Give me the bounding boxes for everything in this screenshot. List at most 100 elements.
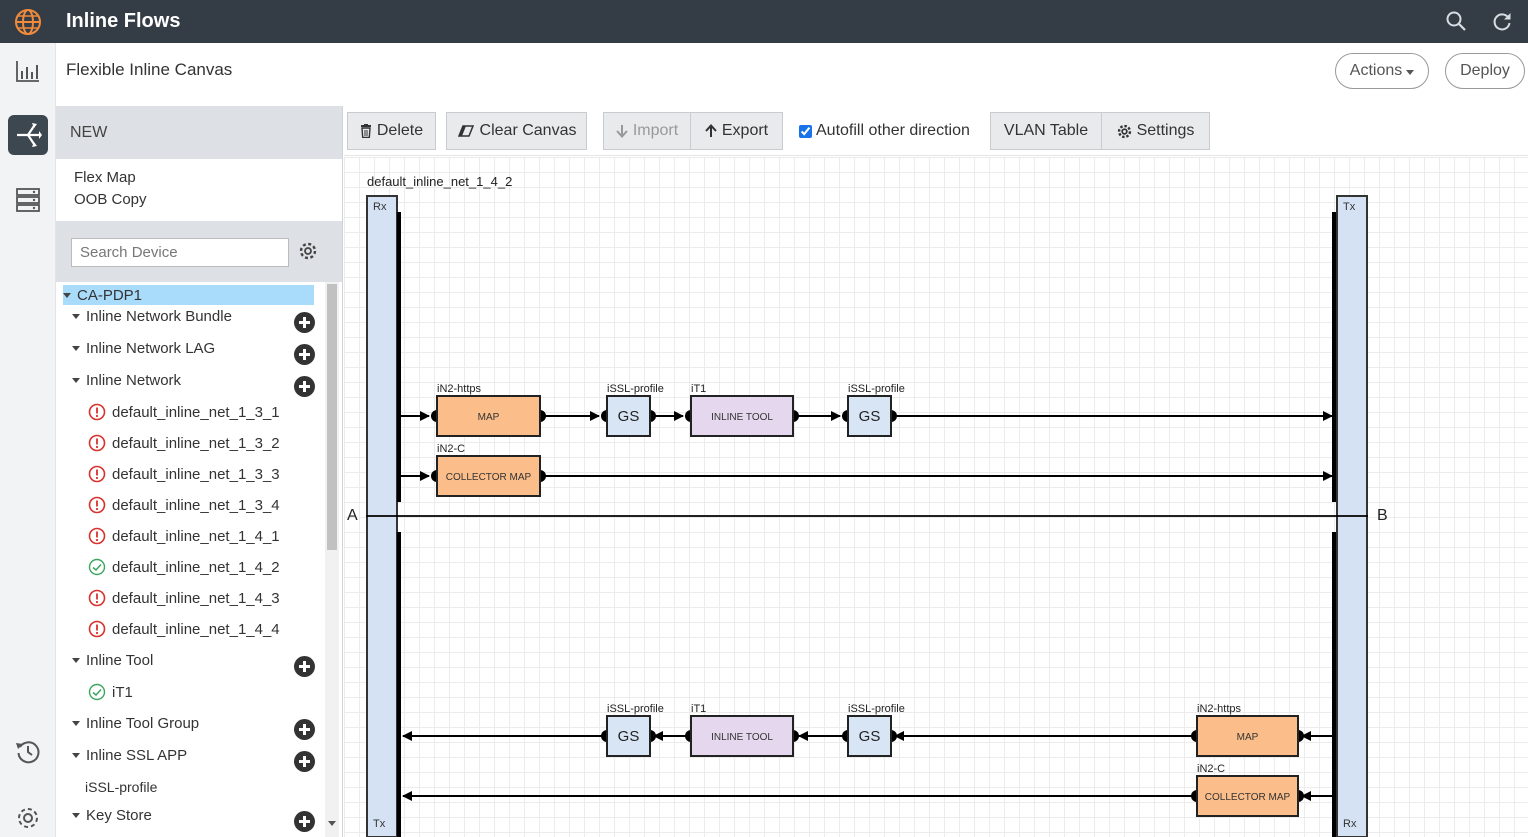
- lower-gs1-caption: iSSL-profile: [607, 703, 664, 715]
- tree-item-inline-network[interactable]: default_inline_net_1_3_1: [88, 403, 280, 421]
- tree-item-issl-profile[interactable]: iSSL-profile: [85, 779, 158, 795]
- settings-button[interactable]: Settings: [1101, 112, 1210, 150]
- tree-group-inline-tool[interactable]: Inline Tool: [72, 652, 153, 669]
- status-error-icon: [88, 589, 106, 607]
- tree-item-label: default_inline_net_1_3_3: [112, 465, 280, 483]
- upper-gs2-text: GS: [859, 408, 881, 425]
- tree-group-inline-network-bundle[interactable]: Inline Network Bundle: [72, 308, 232, 325]
- search-icon[interactable]: [1445, 10, 1467, 32]
- tree-group-label: Key Store: [86, 807, 152, 824]
- delete-label: Delete: [376, 122, 424, 139]
- flow-diagram[interactable]: default_inline_net_1_4_2 A B Rx Tx Tx Rx…: [344, 157, 1528, 837]
- tree-group-key-store[interactable]: Key Store: [72, 807, 152, 824]
- clear-canvas-button[interactable]: Clear Canvas: [446, 112, 587, 150]
- flow-canvas[interactable]: default_inline_net_1_4_2 A B Rx Tx Tx Rx…: [344, 157, 1528, 837]
- tree-root-ca-pdp1[interactable]: CA-PDP1: [63, 285, 314, 305]
- tree-item-label: default_inline_net_1_3_4: [112, 496, 280, 514]
- upper-collector-map-node[interactable]: iN2-C COLLECTOR MAP: [431, 443, 546, 497]
- vlan-table-button[interactable]: VLAN Table: [990, 112, 1102, 150]
- new-item-oob-copy[interactable]: OOB Copy: [74, 191, 147, 208]
- lower-gs-node-1[interactable]: iSSL-profile GS: [601, 703, 664, 757]
- upper-collector-caption: iN2-C: [437, 443, 465, 455]
- tree-item-inline-network[interactable]: default_inline_net_1_4_3: [88, 589, 280, 607]
- upper-gs-node-2[interactable]: iSSL-profile GS: [842, 383, 905, 437]
- tree-group-inline-network[interactable]: Inline Network: [72, 372, 181, 389]
- expand-caret-icon: [72, 721, 80, 726]
- tree-item-label: default_inline_net_1_3_2: [112, 434, 280, 452]
- panel-scrollbar-thumb[interactable]: [327, 284, 337, 550]
- expand-caret-icon: [72, 378, 80, 383]
- expand-caret-icon: [72, 753, 80, 758]
- settings-gear-icon[interactable]: [8, 798, 48, 837]
- upper-collector-text: COLLECTOR MAP: [446, 472, 532, 483]
- tree-item-inline-network[interactable]: default_inline_net_1_3_3: [88, 465, 280, 483]
- lower-gs-node-2[interactable]: iSSL-profile GS: [842, 703, 905, 757]
- globe-logo-icon[interactable]: [0, 0, 56, 43]
- settings-label: Settings: [1136, 122, 1195, 139]
- tree-group-label: Inline Network: [86, 372, 182, 389]
- add-inline-ssl-app-button[interactable]: [294, 751, 315, 772]
- chart-icon[interactable]: [8, 51, 48, 91]
- status-error-icon: [88, 465, 106, 483]
- upper-gs-node-1[interactable]: iSSL-profile GS: [601, 383, 664, 437]
- tree-item-inline-network[interactable]: default_inline_net_1_4_4: [88, 620, 280, 638]
- autofill-checkbox-row[interactable]: Autofill other direction: [799, 122, 970, 140]
- tree-root-label: CA-PDP1: [77, 286, 143, 304]
- tree-group-label: Inline Tool: [86, 652, 154, 669]
- status-ok-icon: [88, 558, 106, 576]
- status-error-icon: [88, 496, 106, 514]
- new-item-flex-map[interactable]: Flex Map: [74, 169, 136, 186]
- side-b-label: B: [1377, 507, 1388, 524]
- tree-group-inline-network-lag[interactable]: Inline Network LAG: [72, 340, 215, 357]
- trash-icon: [360, 124, 371, 138]
- tree-group-inline-ssl-app[interactable]: Inline SSL APP: [72, 747, 187, 764]
- tree-group-label: Inline Network Bundle: [86, 308, 232, 325]
- lower-map-node[interactable]: iN2-https MAP: [1191, 703, 1304, 757]
- canvas-toolbar: Delete Clear Canvas Import Export Autofi…: [344, 106, 1528, 156]
- search-device-input[interactable]: [71, 238, 289, 267]
- arrow-up-icon: [705, 124, 717, 137]
- refresh-icon[interactable]: [1491, 10, 1513, 32]
- deploy-button[interactable]: Deploy: [1445, 53, 1525, 89]
- upper-map-node[interactable]: iN2-https MAP: [431, 383, 546, 437]
- add-inline-network-button[interactable]: [294, 376, 315, 397]
- add-inline-tool-button[interactable]: [294, 656, 315, 677]
- export-label: Export: [721, 122, 769, 139]
- tree-item-it1[interactable]: iT1: [88, 683, 133, 701]
- tree-item-inline-network[interactable]: default_inline_net_1_4_1: [88, 527, 280, 545]
- expand-caret-icon: [72, 314, 80, 319]
- lower-inline-tool-node[interactable]: iT1 INLINE TOOL: [685, 703, 799, 757]
- gear-icon: [1117, 124, 1131, 138]
- tree-item-inline-network[interactable]: default_inline_net_1_3_4: [88, 496, 280, 514]
- import-button[interactable]: Import: [603, 112, 691, 150]
- add-key-store-button[interactable]: [294, 811, 315, 832]
- history-icon[interactable]: [8, 732, 48, 772]
- lower-gs2-text: GS: [859, 728, 881, 745]
- tree-item-inline-network[interactable]: default_inline_net_1_3_2: [88, 434, 280, 452]
- export-button[interactable]: Export: [690, 112, 783, 150]
- clear-canvas-label: Clear Canvas: [479, 122, 577, 139]
- tree-item-inline-network[interactable]: default_inline_net_1_4_2: [88, 558, 280, 576]
- search-section: [56, 221, 342, 282]
- port-a-tx-label: Tx: [373, 818, 386, 830]
- new-section-header: NEW: [56, 106, 342, 159]
- delete-button[interactable]: Delete: [347, 112, 436, 150]
- lower-tool-caption: iT1: [691, 703, 706, 715]
- server-icon[interactable]: [8, 180, 48, 220]
- lower-collector-map-node[interactable]: iN2-C COLLECTOR MAP: [1191, 763, 1304, 817]
- autofill-checkbox[interactable]: [799, 124, 812, 138]
- add-inline-tool-group-button[interactable]: [294, 719, 315, 740]
- status-error-icon: [88, 527, 106, 545]
- lower-collector-text: COLLECTOR MAP: [1205, 792, 1291, 803]
- search-settings-gear-icon[interactable]: [298, 241, 318, 261]
- arrow-down-icon: [616, 125, 628, 138]
- top-bar: Inline Flows: [0, 0, 1528, 43]
- inline-flows-nav-icon[interactable]: [8, 115, 48, 155]
- tree-group-inline-tool-group[interactable]: Inline Tool Group: [72, 715, 199, 732]
- add-inline-network-lag-button[interactable]: [294, 344, 315, 365]
- add-inline-network-bundle-button[interactable]: [294, 312, 315, 333]
- scroll-down-arrow-icon[interactable]: [328, 821, 336, 826]
- autofill-label: Autofill other direction: [816, 122, 970, 139]
- upper-inline-tool-node[interactable]: iT1 INLINE TOOL: [685, 383, 799, 437]
- actions-dropdown-button[interactable]: Actions: [1335, 53, 1429, 89]
